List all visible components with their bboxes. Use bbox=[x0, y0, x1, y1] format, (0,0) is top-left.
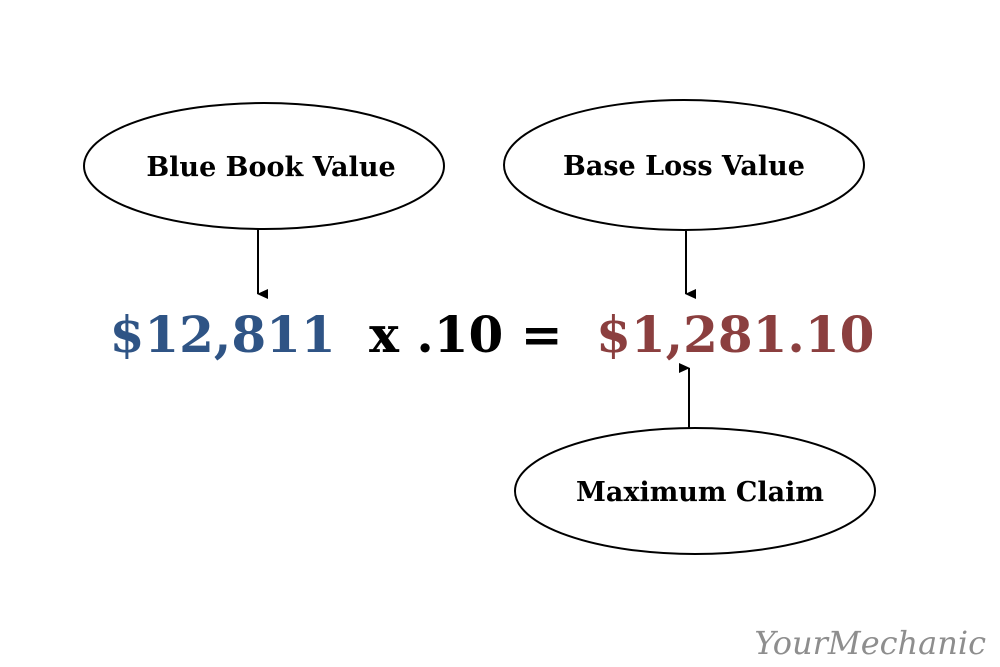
blue-book-amount: $12,811 bbox=[110, 305, 336, 364]
yourmechanic-logo: YourMechanic bbox=[754, 624, 986, 662]
equation: $12,811 x .10 = $1,281.10 bbox=[110, 305, 875, 364]
blue-book-value-label: Blue Book Value bbox=[146, 152, 395, 183]
maximum-claim-label: Maximum Claim bbox=[576, 477, 824, 508]
base-loss-value-label: Base Loss Value bbox=[563, 151, 805, 182]
base-loss-value-bubble: Base Loss Value bbox=[503, 99, 865, 231]
blue-book-value-bubble: Blue Book Value bbox=[83, 102, 445, 230]
maximum-claim-bubble: Maximum Claim bbox=[514, 427, 876, 555]
blue-book-value-ellipse bbox=[83, 102, 445, 230]
base-loss-value-ellipse bbox=[503, 99, 865, 231]
maximum-claim-amount: $1,281.10 bbox=[596, 305, 874, 364]
maximum-claim-ellipse bbox=[514, 427, 876, 555]
multiplier-operator: x .10 = bbox=[369, 305, 563, 364]
